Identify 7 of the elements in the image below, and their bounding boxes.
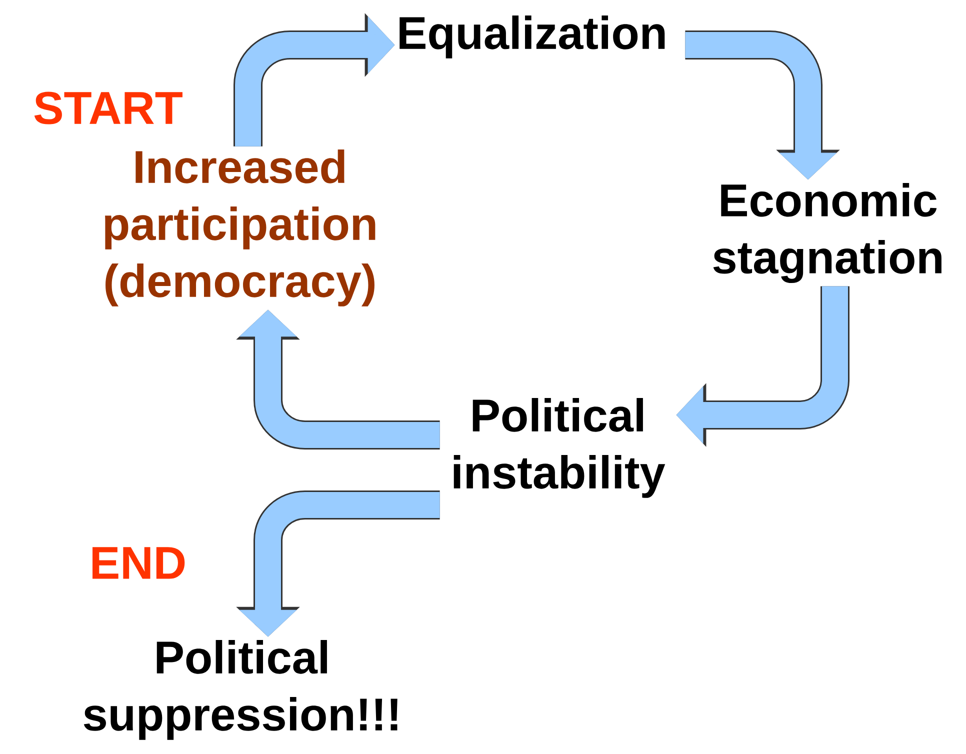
cycle-stage-text: Political instability <box>454 398 666 498</box>
cycle-stage-text: Economic stagnation <box>713 182 942 284</box>
stage-marker-label: END <box>92 547 185 579</box>
cycle-stage-text: Equalization <box>400 16 665 58</box>
cycle-stage-text: Increased participation (democracy) <box>105 150 376 306</box>
cycle-stage-text: Political suppression!!! <box>84 640 398 740</box>
stage-marker-label: START <box>34 92 182 124</box>
